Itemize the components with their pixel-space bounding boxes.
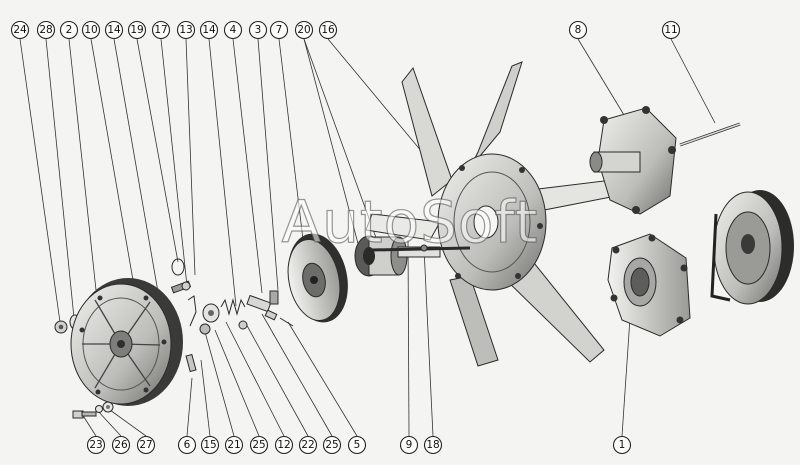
pump-housing: [607, 233, 691, 337]
svg-text:21: 21: [227, 439, 240, 451]
svg-text:9: 9: [406, 439, 413, 451]
callout-25-b: 25: [322, 435, 342, 455]
callout-11: 11: [661, 20, 681, 40]
callouts-top: 24 28 2 10 14 19 17 13 14 4 3 7 20 16 8 …: [10, 20, 681, 40]
svg-text:20: 20: [297, 24, 310, 36]
callout-4: 4: [223, 20, 243, 40]
svg-text:25: 25: [252, 439, 265, 451]
callout-22: 22: [298, 435, 318, 455]
svg-text:26: 26: [114, 439, 128, 451]
svg-text:14: 14: [202, 24, 216, 36]
svg-text:2: 2: [66, 24, 73, 36]
svg-text:18: 18: [426, 439, 439, 451]
spring-lever-group: [199, 290, 294, 335]
callout-26: 26: [111, 435, 131, 455]
callout-12: 12: [274, 435, 294, 455]
svg-text:23: 23: [89, 439, 102, 451]
svg-text:11: 11: [664, 24, 677, 36]
svg-text:4: 4: [230, 24, 237, 36]
svg-text:16: 16: [321, 24, 335, 36]
callout-6: 6: [177, 435, 197, 455]
callout-1: 1: [612, 435, 632, 455]
pump-shaft: [371, 244, 471, 252]
cooling-fan: [365, 61, 617, 367]
svg-text:13: 13: [179, 24, 192, 36]
svg-text:1: 1: [619, 439, 626, 451]
callout-13: 13: [176, 20, 196, 40]
svg-text:15: 15: [203, 439, 216, 451]
callout-20: 20: [294, 20, 314, 40]
drive-pulley: [710, 190, 794, 305]
callout-27: 27: [136, 435, 156, 455]
svg-text:25: 25: [325, 439, 338, 451]
callout-25-a: 25: [249, 435, 269, 455]
svg-text:3: 3: [255, 24, 262, 36]
svg-text:6: 6: [184, 439, 191, 451]
svg-text:5: 5: [354, 439, 361, 451]
callout-24: 24: [10, 20, 30, 40]
bolt-washer-group: [72, 401, 114, 419]
clutch-assembly: [70, 278, 183, 406]
callout-10: 10: [81, 20, 101, 40]
bearing-bracket: [589, 106, 741, 215]
callout-18: 18: [423, 435, 443, 455]
callout-14-b: 14: [199, 20, 219, 40]
callout-9: 9: [399, 435, 419, 455]
callout-21: 21: [224, 435, 244, 455]
svg-text:28: 28: [39, 24, 52, 36]
svg-text:19: 19: [130, 24, 143, 36]
small-parts-left: [170, 258, 197, 373]
svg-text:22: 22: [301, 439, 314, 451]
svg-text:8: 8: [575, 24, 582, 36]
callouts-bottom: 23 26 27 6 15 21 25 12 22 25 5 9 18 1: [86, 435, 632, 455]
svg-text:14: 14: [107, 24, 121, 36]
callout-15: 15: [200, 435, 220, 455]
callout-8: 8: [568, 20, 588, 40]
callout-23: 23: [86, 435, 106, 455]
svg-text:10: 10: [84, 24, 97, 36]
callout-5: 5: [347, 435, 367, 455]
fan-hub: [354, 235, 441, 277]
callout-3: 3: [248, 20, 268, 40]
callout-7: 7: [269, 20, 289, 40]
callout-28: 28: [36, 20, 56, 40]
clutch-disc: [287, 233, 348, 323]
callout-14-a: 14: [104, 20, 124, 40]
callout-17: 17: [151, 20, 171, 40]
svg-text:17: 17: [154, 24, 167, 36]
callout-16: 16: [318, 20, 338, 40]
callout-19: 19: [127, 20, 147, 40]
callout-2: 2: [59, 20, 79, 40]
svg-text:12: 12: [277, 439, 290, 451]
svg-text:27: 27: [139, 439, 152, 451]
svg-text:7: 7: [276, 24, 283, 36]
svg-text:24: 24: [13, 24, 27, 36]
